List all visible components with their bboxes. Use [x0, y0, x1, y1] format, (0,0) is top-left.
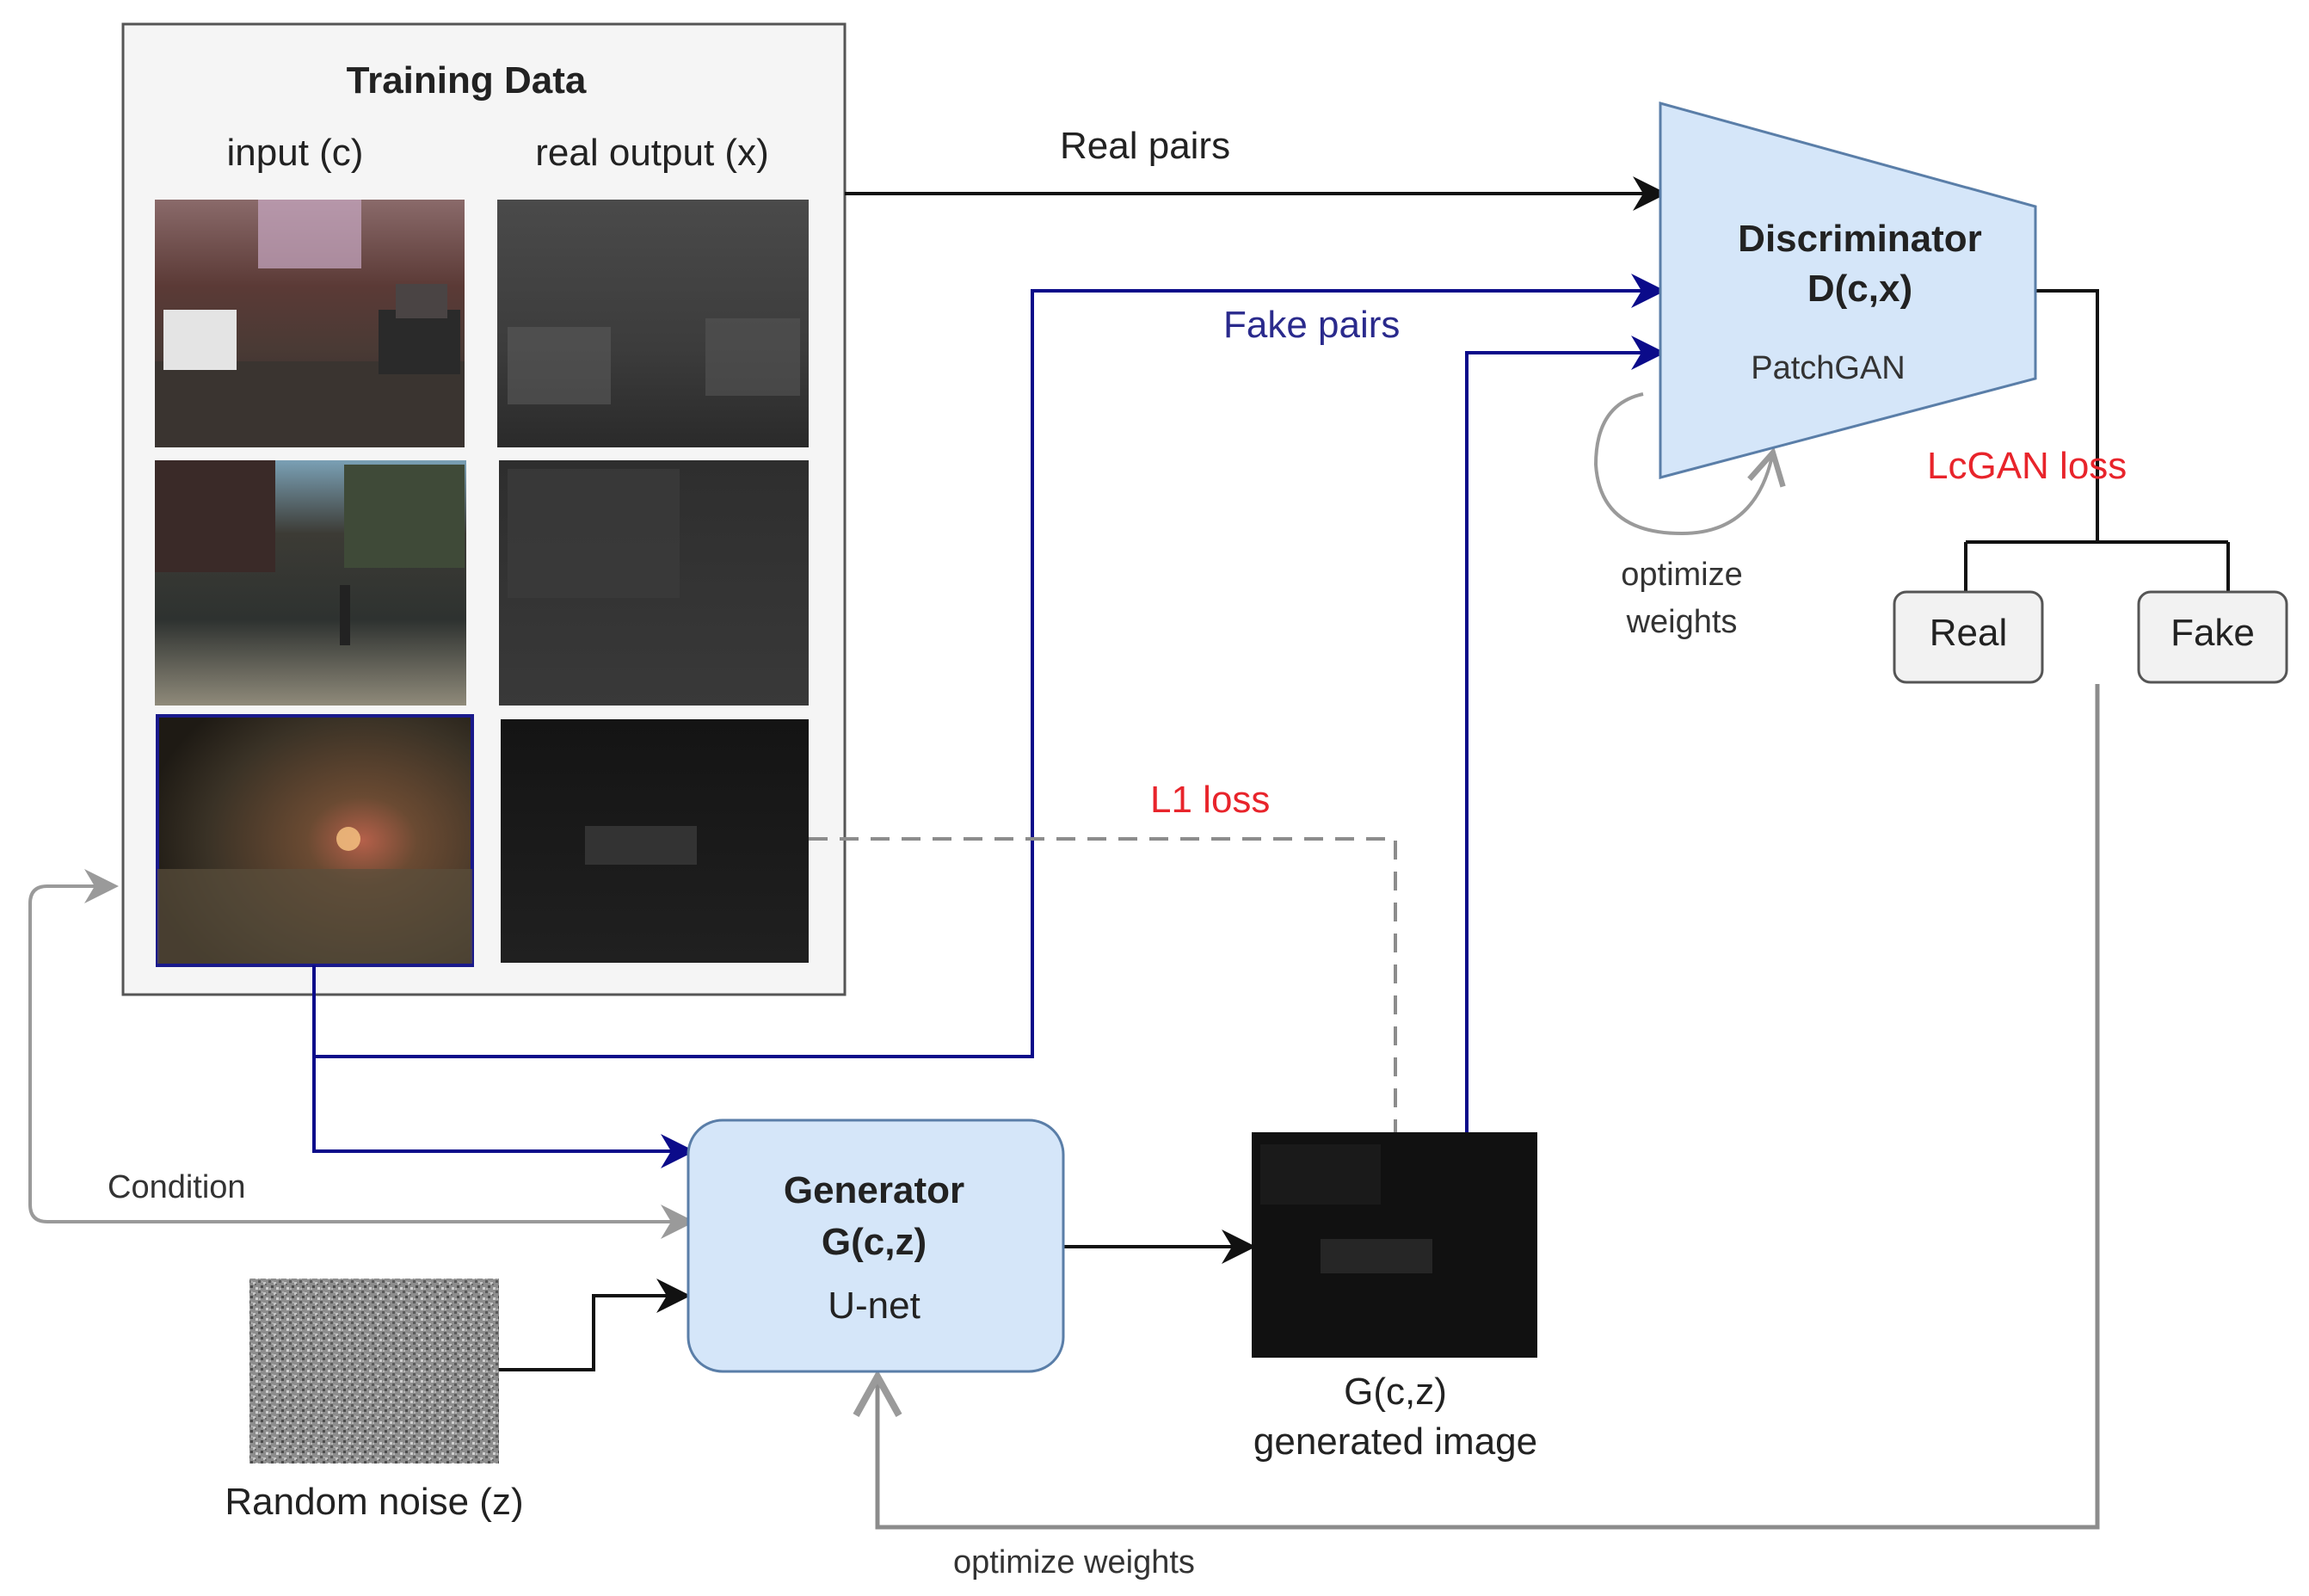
discriminator-architecture: PatchGAN: [1751, 350, 1906, 386]
random-noise-label: Random noise (z): [225, 1481, 523, 1523]
discriminator-node: Discriminator D(c,x) PatchGAN: [1659, 102, 2037, 479]
input-column-header: input (c): [227, 132, 364, 174]
l1-loss-label: L1 loss: [1150, 779, 1270, 821]
generated-to-discriminator-edge: [1465, 336, 1666, 1132]
noise-to-generator-edge: [499, 1279, 691, 1371]
training-data-panel: Training Data input (c) real output (x): [121, 22, 847, 996]
real-output-image-thermal-day: [497, 200, 809, 447]
fake-pairs-label: Fake pairs: [1223, 304, 1400, 346]
condition-label: Condition: [108, 1169, 246, 1205]
training-data-title: Training Data: [347, 59, 587, 102]
real-output-label: Real: [1930, 612, 2008, 654]
optimize-discriminator-label-2: weights: [1626, 604, 1738, 640]
generator-function: G(c,z): [822, 1221, 927, 1263]
optimize-discriminator-edge: [1593, 392, 1786, 536]
lcgan-loss-label: LcGAN loss: [1927, 445, 2127, 487]
fake-output-node: Fake: [2137, 590, 2288, 684]
real-output-image-thermal-night: [501, 719, 809, 963]
discriminator-title: Discriminator: [1738, 218, 1982, 260]
real-output-node: Real: [1893, 590, 2044, 684]
generator-architecture: U-net: [828, 1285, 921, 1327]
discriminator-output-tree: [1964, 289, 2230, 594]
condition-loop-edge: [28, 869, 688, 1223]
generator-title: Generator: [784, 1169, 964, 1211]
generated-image: [1252, 1132, 1537, 1358]
optimize-discriminator-label-1: optimize: [1621, 557, 1743, 593]
optimize-generator-edge: [853, 684, 2100, 1530]
real-output-image-thermal-dusk: [499, 460, 809, 706]
discriminator-function: D(c,x): [1807, 268, 1912, 310]
real-output-column-header: real output (x): [535, 132, 768, 174]
input-image-street-day: [155, 200, 465, 447]
l1-loss-edge: [809, 837, 1397, 1132]
real-pairs-label: Real pairs: [1060, 125, 1230, 167]
condition-to-generator-edge: [312, 1057, 695, 1168]
generator-node: Generator G(c,z) U-net: [687, 1118, 1065, 1373]
input-image-street-night: [156, 714, 474, 967]
generated-image-label-1: G(c,z): [1344, 1371, 1447, 1413]
generated-image-label-2: generated image: [1253, 1420, 1537, 1463]
input-image-street-dusk: [155, 460, 466, 706]
random-noise-image: [249, 1279, 499, 1464]
fake-output-label: Fake: [2170, 612, 2255, 654]
condition-to-discriminator-edge: [312, 274, 1666, 1058]
optimize-generator-label: optimize weights: [953, 1544, 1195, 1581]
